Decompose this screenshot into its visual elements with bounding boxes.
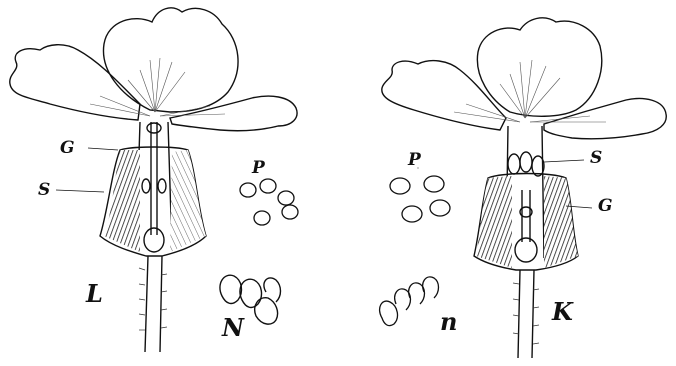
label-s-left: S (38, 182, 50, 199)
label-l-left: L (86, 282, 103, 306)
flower-left (10, 8, 297, 352)
label-g-right: G (598, 198, 613, 215)
pollen-right (390, 168, 450, 222)
stalk-left (145, 256, 162, 352)
anther-left-2 (158, 179, 166, 193)
petal-left-right-flower (382, 61, 506, 130)
label-s-right: S (590, 150, 602, 167)
stigma-cells-right (380, 277, 439, 326)
anther-right-2 (520, 152, 532, 172)
pollen-left (240, 179, 298, 225)
stalk-right (518, 270, 534, 358)
style-left (151, 122, 157, 235)
label-k-right: K (552, 300, 573, 324)
label-p-right: P (408, 152, 421, 169)
label-p-left: P (252, 160, 265, 177)
label-n-left: N (222, 316, 244, 340)
label-n-right: n (440, 310, 457, 334)
stigma-left (147, 123, 161, 133)
petal-left-left-flower (10, 45, 140, 120)
petal-right-left-flower (170, 96, 297, 131)
ovary-right (515, 238, 537, 262)
label-g-left: G (60, 140, 75, 157)
anther-right-1 (508, 154, 520, 174)
petal-top-left-flower (103, 8, 238, 112)
ovary-left (144, 228, 164, 252)
anther-left-1 (142, 179, 150, 193)
